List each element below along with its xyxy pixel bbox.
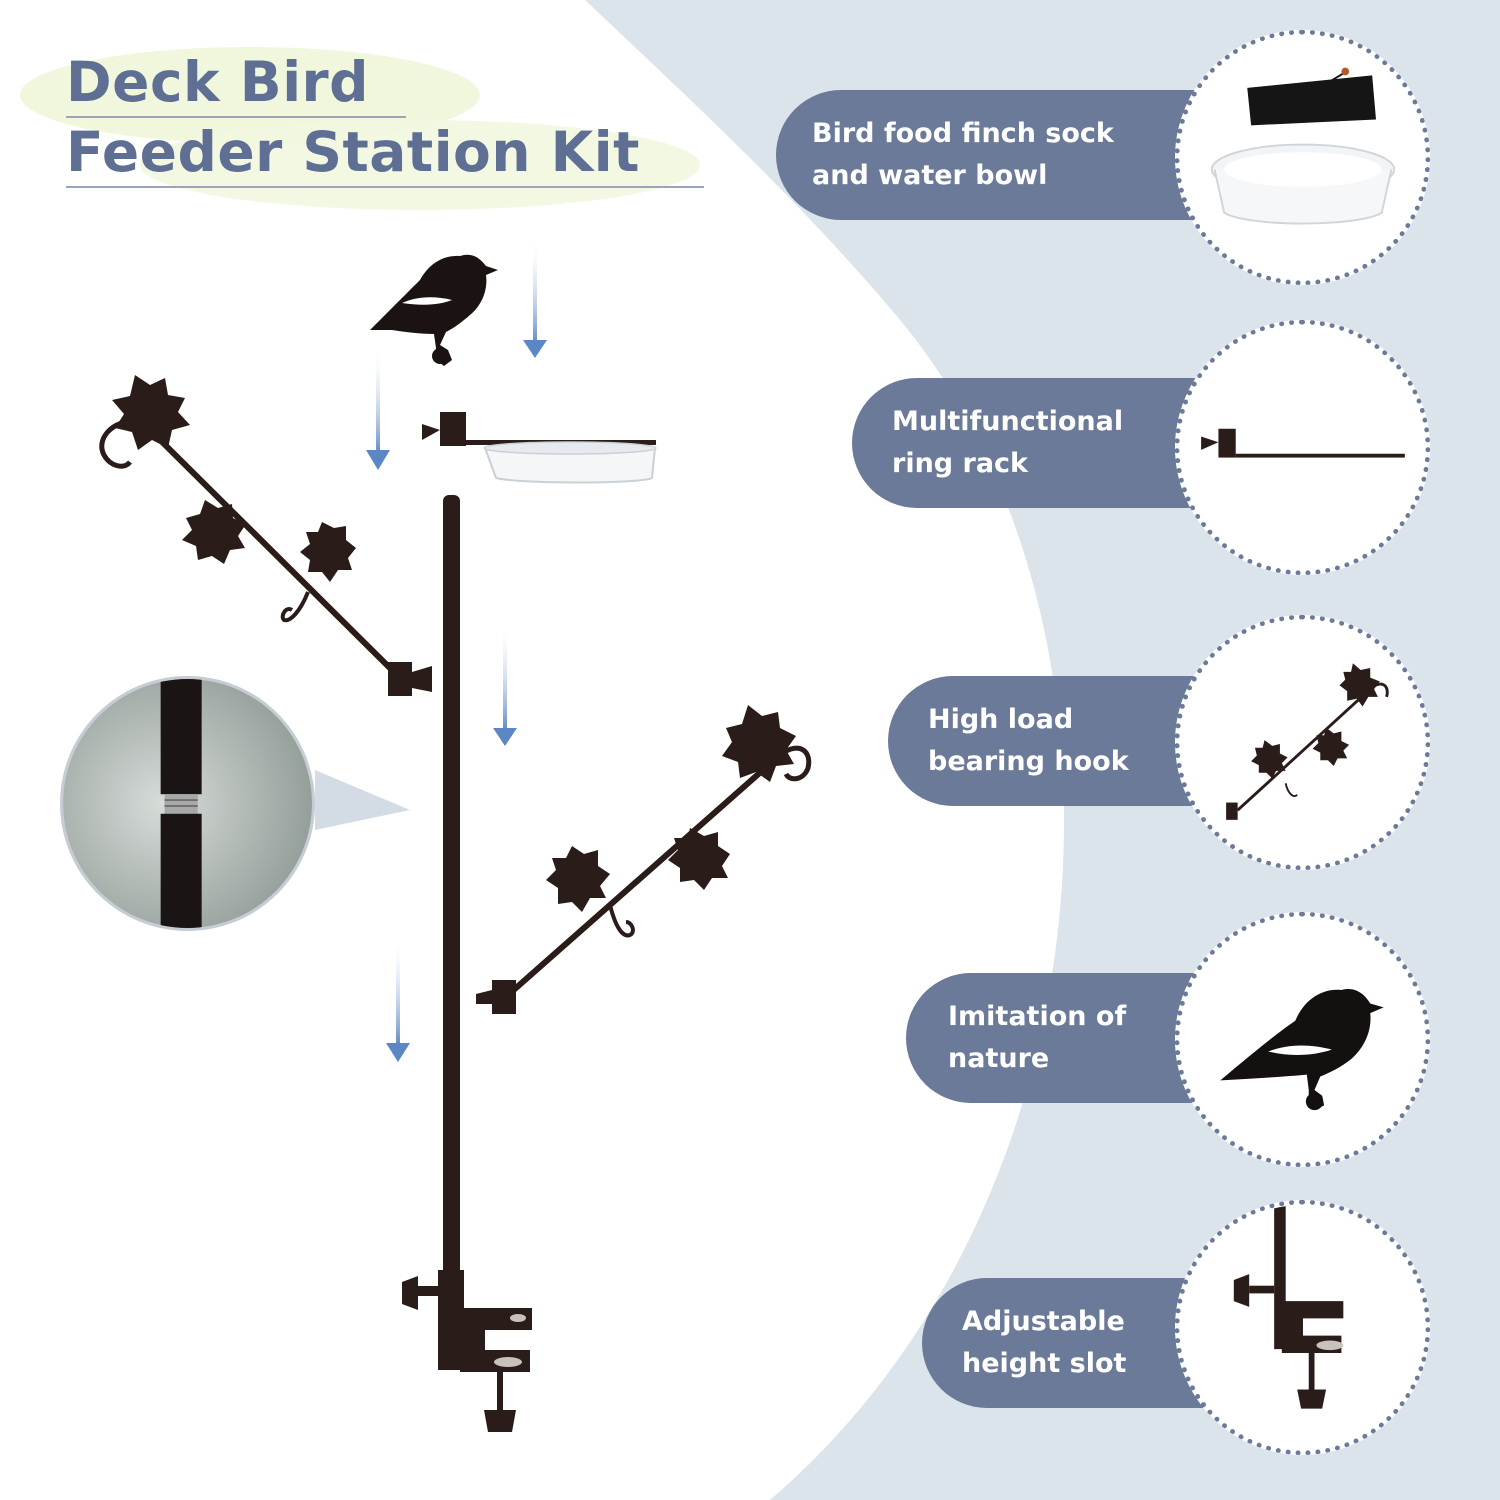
feature-4-line-2: nature xyxy=(948,1043,1050,1074)
feature-image-clamp xyxy=(1175,1200,1430,1455)
feature-1-line-1: Bird food finch sock xyxy=(812,118,1114,149)
feature-4-line-1: Imitation of xyxy=(948,1001,1127,1032)
zoom-pointer xyxy=(315,770,410,830)
title-line-1: Deck Bird xyxy=(66,48,406,118)
clamp-icon xyxy=(1233,1205,1344,1409)
feature-image-bird xyxy=(1175,912,1430,1167)
assembly-arrows xyxy=(366,235,547,1062)
page-title: Deck Bird Feeder Station Kit xyxy=(66,48,704,188)
deck-clamp xyxy=(402,1270,532,1432)
hook-arm-icon xyxy=(1226,663,1389,820)
feature-image-hook xyxy=(1175,615,1430,870)
feature-label-ring-rack: Multifunctional ring rack xyxy=(852,378,1230,508)
threaded-joint-icon xyxy=(63,679,312,928)
right-hook-arm xyxy=(476,705,812,1014)
ring-rack-with-bowl xyxy=(422,412,657,484)
sock-and-bowl-icon xyxy=(1210,67,1396,225)
feature-5-line-1: Adjustable xyxy=(962,1306,1125,1337)
feature-image-sock-bowl xyxy=(1175,30,1430,285)
feature-label-clamp: Adjustable height slot xyxy=(922,1278,1230,1408)
feature-2-line-1: Multifunctional xyxy=(892,406,1124,437)
bird-topper-icon xyxy=(370,254,498,366)
feature-2-line-2: ring rack xyxy=(892,448,1029,479)
feature-3-line-2: bearing hook xyxy=(928,746,1129,777)
bird-silhouette-icon xyxy=(1220,989,1384,1111)
title-line-2: Feeder Station Kit xyxy=(66,118,704,188)
left-hook-arm xyxy=(99,375,432,696)
feature-label-hook: High load bearing hook xyxy=(888,676,1230,806)
feature-3-line-1: High load xyxy=(928,704,1074,735)
feature-5-line-2: height slot xyxy=(962,1348,1127,1379)
feature-1-line-2: and water bowl xyxy=(812,160,1048,191)
ring-rack-icon xyxy=(1201,428,1405,458)
pole-joint-zoom xyxy=(60,676,315,931)
feature-label-sock-bowl: Bird food finch sock and water bowl xyxy=(776,90,1230,220)
main-pole xyxy=(443,495,460,1295)
feature-image-ring-rack xyxy=(1175,320,1430,575)
